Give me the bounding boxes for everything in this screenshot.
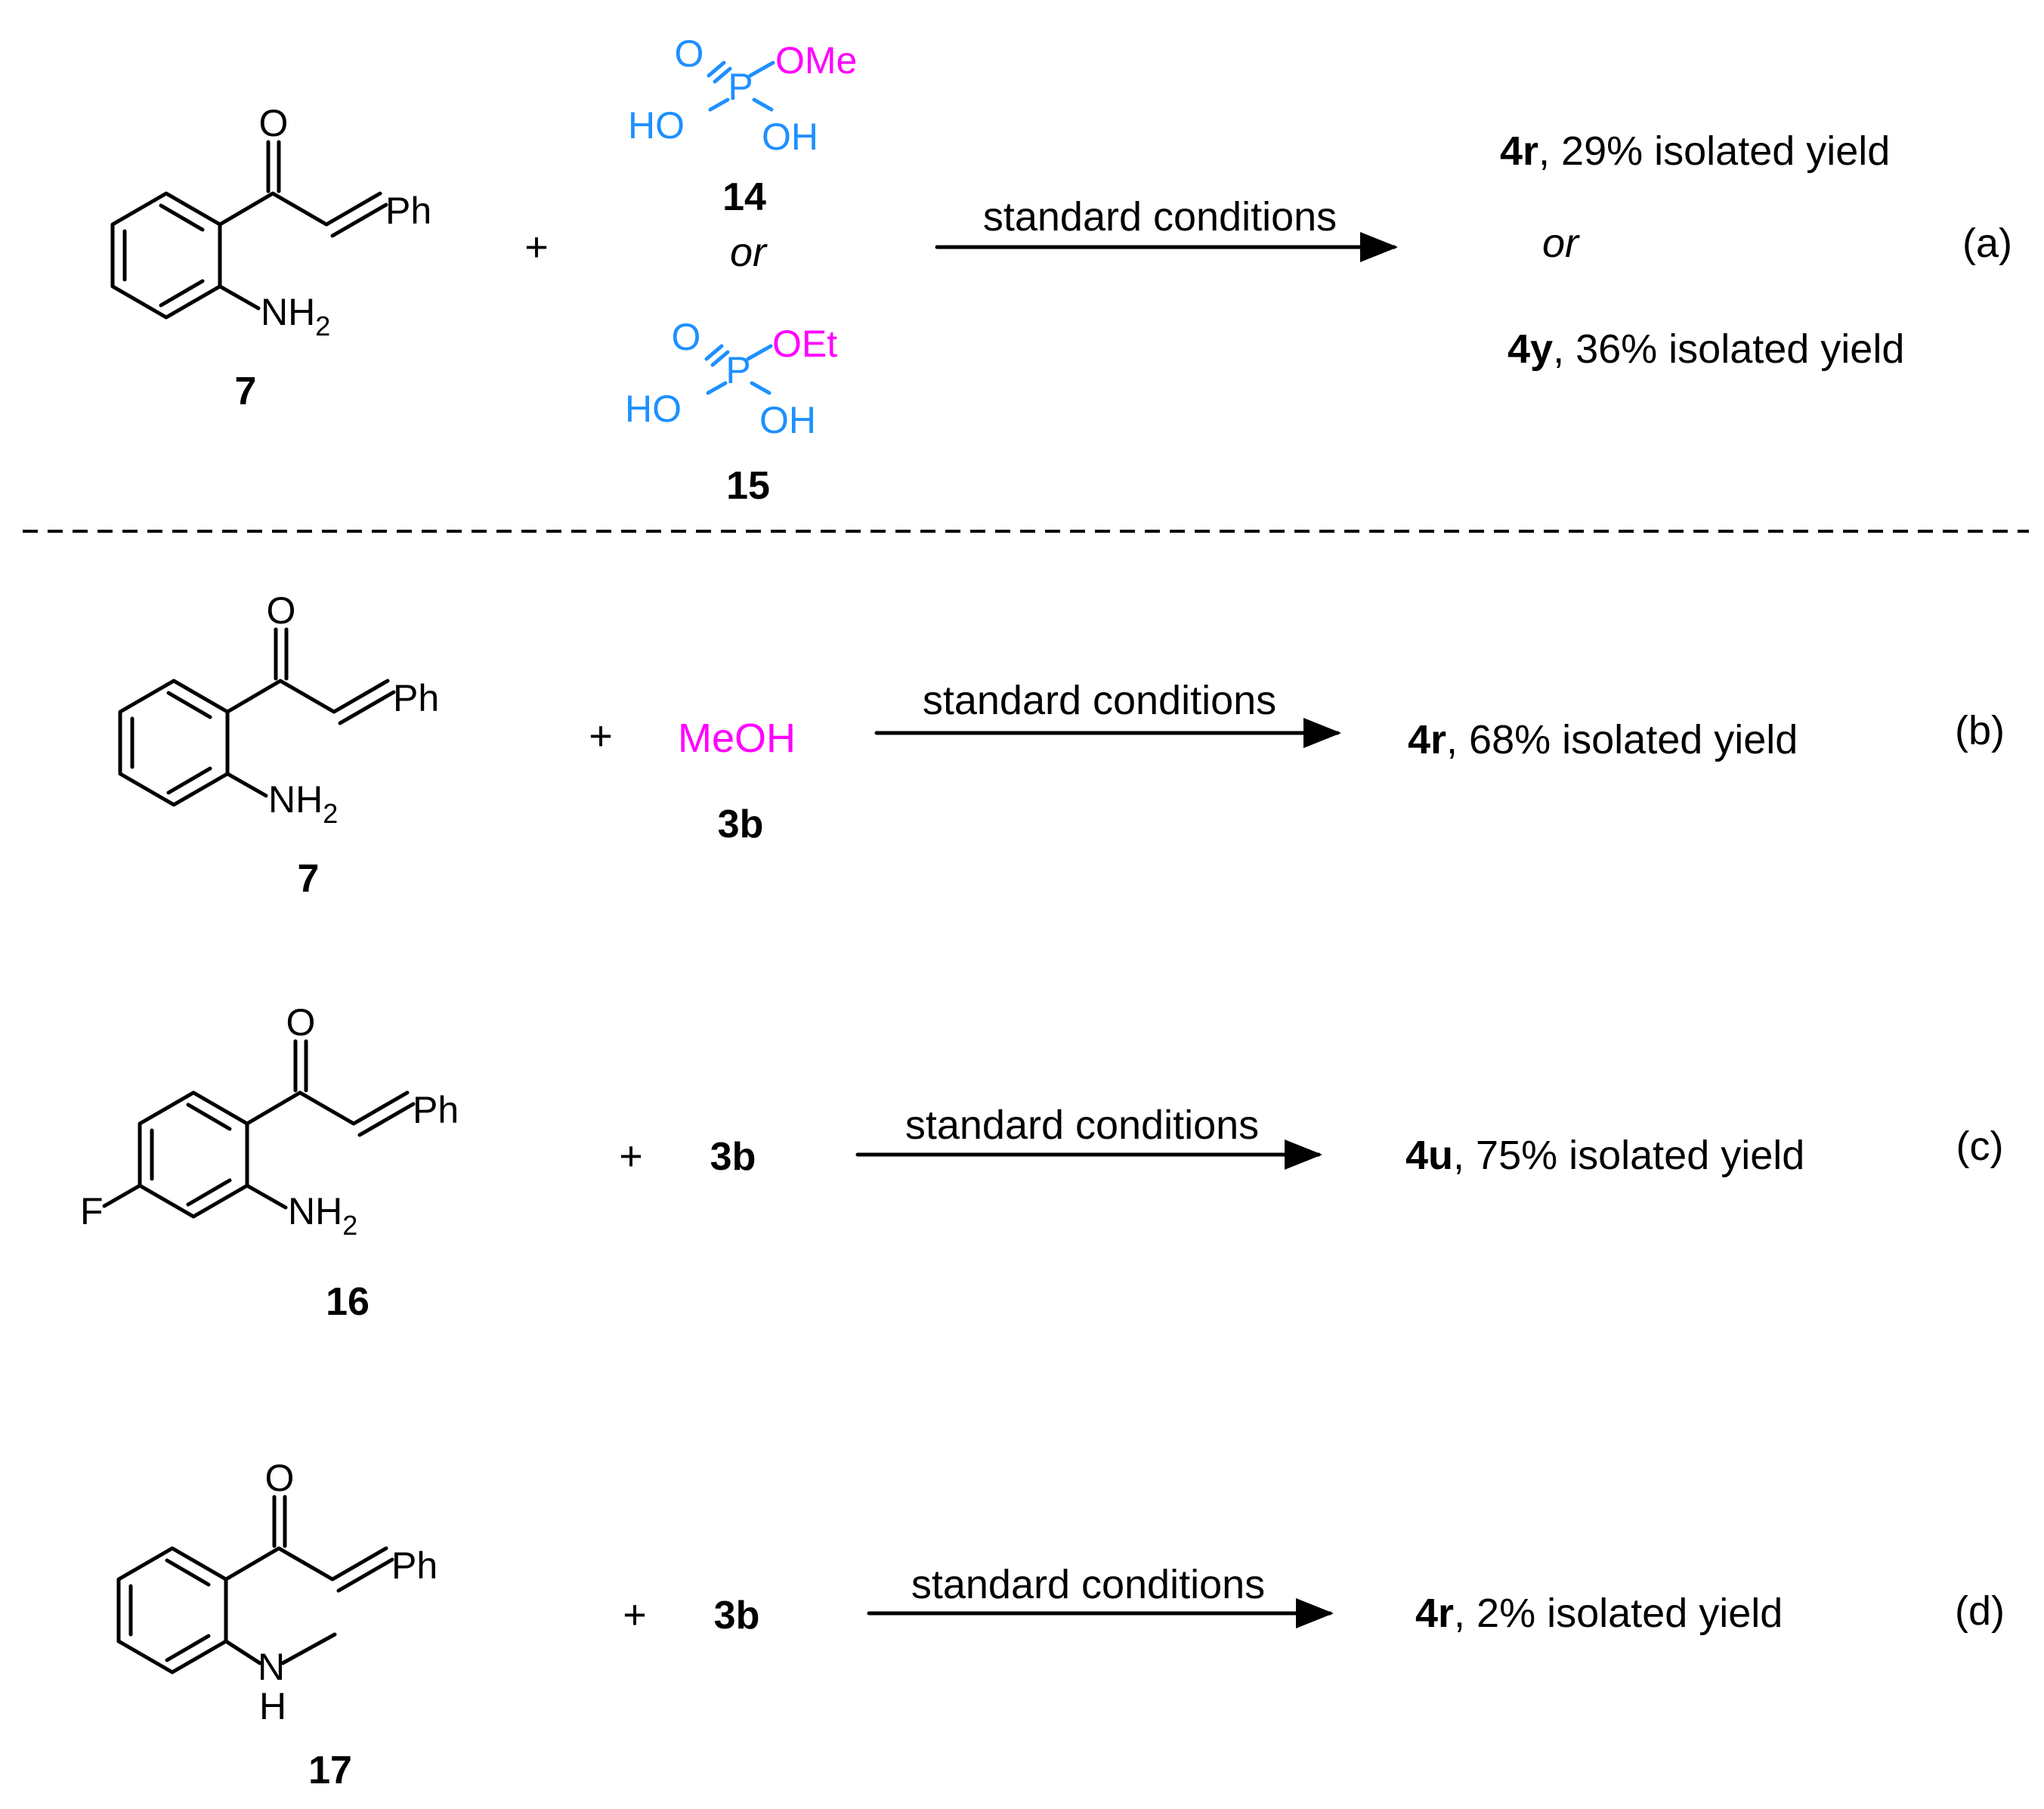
- label-a: (a): [1962, 221, 2012, 266]
- oxo-oxygen-14: O: [675, 32, 704, 75]
- carbonyl-oxygen: O: [267, 589, 296, 632]
- compound-label-17: 17: [308, 1749, 352, 1792]
- fluoro-label: F: [80, 1190, 104, 1232]
- methoxy-group: OMe: [775, 39, 857, 82]
- amine-hydrogen: H: [259, 1685, 286, 1727]
- label-d: (d): [1955, 1588, 2005, 1634]
- reaction-a: O Ph NH2 7 + O P OMe HO OH 14 or O P OEt: [113, 32, 2012, 508]
- amine-label: NH2: [268, 778, 338, 829]
- phenyl-label: Ph: [393, 677, 439, 719]
- conditions-c: standard conditions: [905, 1102, 1259, 1148]
- plus-sign-d: +: [623, 1592, 647, 1637]
- phosphorus-15: P: [725, 349, 750, 391]
- carbonyl-oxygen: O: [259, 102, 289, 144]
- hydroxyl-right-15: OH: [759, 399, 816, 441]
- hydroxyl-left-15: HO: [625, 388, 682, 430]
- oxo-oxygen-15: O: [672, 316, 701, 358]
- compound-label-3b-b: 3b: [718, 802, 764, 846]
- or-text-products: or: [1542, 221, 1580, 266]
- product-4y-a: 4y, 36% isolated yield: [1507, 326, 1904, 372]
- compound-14-structure: O P OMe HO OH: [628, 32, 857, 158]
- hydroxyl-right-14: OH: [762, 116, 818, 158]
- hydroxyl-left-14: HO: [628, 104, 685, 147]
- product-4r-d: 4r, 2% isolated yield: [1415, 1591, 1783, 1636]
- compound-label-3b-d: 3b: [714, 1594, 760, 1637]
- compound-label-15: 15: [726, 464, 770, 508]
- phosphorus-14: P: [728, 66, 753, 108]
- reaction-d: O Ph N H 17 + 3b standard conditions 4r,…: [119, 1457, 2005, 1792]
- amine-label: NH2: [288, 1190, 357, 1241]
- compound-7-structure-a: O Ph NH2: [113, 102, 431, 342]
- conditions-d: standard conditions: [911, 1562, 1265, 1607]
- carbonyl-oxygen: O: [286, 1001, 316, 1044]
- plus-sign-a: +: [524, 224, 549, 270]
- reaction-c: O Ph NH2 F 16 + 3b standard conditions 4…: [80, 1001, 2003, 1324]
- or-text-reactants: or: [730, 230, 768, 275]
- n-methyl-nitrogen: N: [258, 1646, 285, 1688]
- compound-label-16: 16: [326, 1280, 370, 1324]
- compound-label-7-a: 7: [235, 370, 257, 413]
- conditions-a: standard conditions: [983, 194, 1337, 240]
- compound-7-structure-b: O Ph NH2: [120, 589, 439, 829]
- phenyl-label: Ph: [385, 190, 431, 232]
- label-b: (b): [1955, 708, 2005, 753]
- phenyl-label: Ph: [413, 1089, 459, 1131]
- plus-sign-b: +: [589, 713, 613, 759]
- phenyl-label: Ph: [391, 1545, 438, 1587]
- product-4u-c: 4u, 75% isolated yield: [1405, 1133, 1804, 1178]
- carbonyl-oxygen: O: [265, 1457, 295, 1499]
- product-4r-a: 4r, 29% isolated yield: [1500, 128, 1890, 174]
- methanol-label: MeOH: [678, 716, 796, 761]
- compound-label-14: 14: [722, 175, 766, 219]
- compound-17-structure: O Ph N H: [119, 1457, 438, 1727]
- reaction-b: O Ph NH2 7 + MeOH 3b standard conditions…: [120, 589, 2005, 901]
- ethoxy-group: OEt: [772, 323, 837, 365]
- plus-sign-c: +: [619, 1133, 643, 1179]
- product-4r-b: 4r, 68% isolated yield: [1408, 717, 1798, 762]
- compound-15-structure: O P OEt HO OH: [625, 316, 837, 441]
- conditions-b: standard conditions: [923, 678, 1276, 723]
- compound-label-3b-c: 3b: [710, 1135, 756, 1179]
- compound-16-structure: O Ph NH2 F: [80, 1001, 459, 1241]
- compound-label-7-b: 7: [298, 857, 320, 901]
- amine-label: NH2: [261, 291, 330, 342]
- label-c: (c): [1956, 1124, 2004, 1169]
